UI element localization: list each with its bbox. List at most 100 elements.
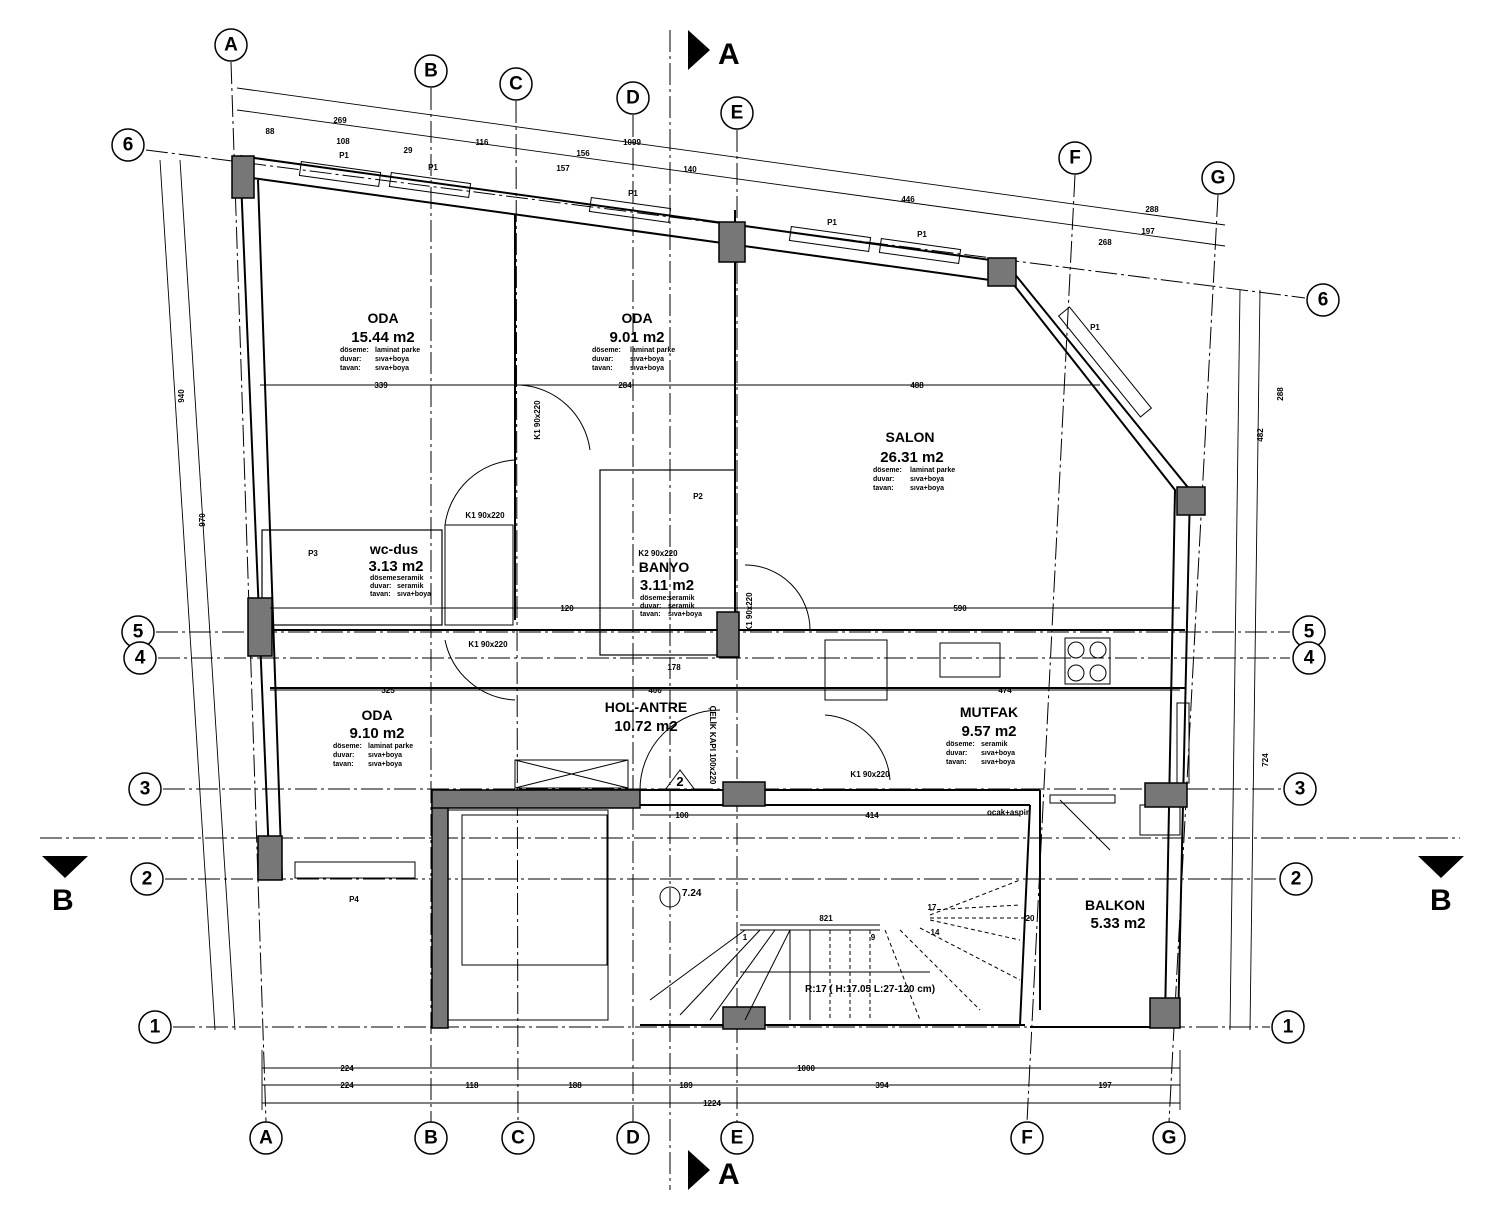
grid-label-e: E <box>731 1128 744 1149</box>
finish-label: duvar: <box>946 750 967 757</box>
room-name: MUTFAK <box>960 704 1018 720</box>
section-arrow-icon <box>42 856 88 878</box>
dim-text: 88 <box>266 127 275 136</box>
grid-label-6: 6 <box>1318 290 1329 311</box>
room-name: ODA <box>361 707 392 723</box>
staircase: 1 9 14 17 20 R:17 ( H:17.05 L:27-120 cm)… <box>649 769 1035 1021</box>
grid-label-d: D <box>626 1128 640 1149</box>
finish-label: tavan: <box>333 761 354 768</box>
dim-text: 446 <box>901 195 915 204</box>
grid-label-1: 1 <box>1283 1017 1294 1038</box>
section-arrow-icon <box>688 30 710 70</box>
grid-label-5: 5 <box>1304 622 1315 643</box>
window-tag: P1 <box>917 230 927 239</box>
room-name: BALKON <box>1085 897 1145 913</box>
finish-label: duvar: <box>640 603 661 610</box>
dim-text: 118 <box>466 1081 479 1090</box>
dim-text: 100 <box>675 811 689 820</box>
wall-finish: sıva+boya <box>368 752 402 759</box>
floor-finish: laminat parke <box>910 467 955 474</box>
finish-label: tavan: <box>640 611 661 618</box>
grid-label-6: 6 <box>123 135 134 156</box>
room-area: 26.31 m2 <box>880 449 943 466</box>
dim-text: 414 <box>865 811 879 820</box>
dim-text: 1224 <box>703 1099 721 1108</box>
grid-bubbles: A B C D E F G A B C D E F G 6 5 4 3 2 1 … <box>111 28 1340 1155</box>
room-area: 5.33 m2 <box>1090 915 1145 932</box>
dim-text: 288 <box>1276 387 1285 401</box>
finish-label: tavan: <box>370 591 391 598</box>
dim-text: 29 <box>404 146 413 155</box>
ceiling-finish: sıva+boya <box>397 591 431 598</box>
dim-text: 288 <box>1145 205 1159 214</box>
door-labels: K1 90x220 K1 90x220 K1 90x220 K2 90x220 … <box>465 400 1029 817</box>
window-tag: P1 <box>628 189 638 198</box>
dim-text: 269 <box>333 116 347 125</box>
wall-finish: sıva+boya <box>630 356 664 363</box>
dim-text: 108 <box>336 137 350 146</box>
finish-label: duvar: <box>340 356 361 363</box>
dim-text: 120 <box>560 604 574 613</box>
door-tag: K1 90x220 <box>465 511 505 520</box>
dim-text: 940 <box>177 389 186 403</box>
door-tag: K1 90x220 <box>468 640 508 649</box>
finish-label: duvar: <box>370 583 391 590</box>
stair-end: 20 <box>1026 914 1035 923</box>
dim-text: 188 <box>568 1081 582 1090</box>
ceiling-finish: sıva+boya <box>668 611 702 618</box>
wall-finish: sıva+boya <box>375 356 409 363</box>
structural-columns <box>231 155 1206 1030</box>
room-name: ODA <box>367 310 398 326</box>
dim-text: 724 <box>1261 753 1270 767</box>
room-name: HOL-ANTRE <box>605 699 687 715</box>
grid-label-a: A <box>224 35 238 56</box>
wall-finish: sıva+boya <box>910 476 944 483</box>
room-mutfak: MUTFAK 9.57 m2 döseme: seramik duvar: sı… <box>946 704 1018 766</box>
dim-text: 268 <box>1098 238 1112 247</box>
grid-label-4: 4 <box>135 648 146 669</box>
room-area: 9.01 m2 <box>609 329 664 346</box>
dim-text: 339 <box>374 381 388 390</box>
finish-label: tavan: <box>340 365 361 372</box>
stair-step-14: 14 <box>931 928 940 937</box>
dim-text: 1000 <box>797 1064 815 1073</box>
dim-text: 394 <box>875 1081 889 1090</box>
ceiling-finish: sıva+boya <box>630 365 664 372</box>
floor-finish: seramik <box>981 741 1008 748</box>
section-label-b: B <box>1430 884 1452 917</box>
dim-text: 189 <box>679 1081 693 1090</box>
finish-label: döseme: <box>873 467 902 474</box>
window-tag: P1 <box>827 218 837 227</box>
room-oda-1: ODA 15.44 m2 döseme: laminat parke duvar… <box>340 310 420 372</box>
grid-label-a: A <box>259 1128 273 1149</box>
dim-text: 284 <box>618 381 632 390</box>
dim-text: 482 <box>1256 428 1265 442</box>
room-area: 10.72 m2 <box>614 718 677 735</box>
dim-text: 116 <box>476 138 489 147</box>
grid-label-3: 3 <box>140 779 151 800</box>
finish-label: döseme: <box>946 741 975 748</box>
room-hol-antre: HOL-ANTRE 10.72 m2 <box>605 699 687 735</box>
room-area: 9.57 m2 <box>961 723 1016 740</box>
room-area: 9.10 m2 <box>349 725 404 742</box>
kitchen-cabinet-label: ocak+aspir <box>987 808 1029 817</box>
grid-label-c: C <box>511 1128 525 1149</box>
grid-label-b: B <box>424 1128 438 1149</box>
room-name: BANYO <box>639 559 690 575</box>
floor-finish: laminat parke <box>630 347 675 354</box>
dim-text: 821 <box>819 914 833 923</box>
floor-finish: seramik <box>397 575 424 582</box>
grid-label-c: C <box>509 74 523 95</box>
dim-text: 157 <box>556 164 570 173</box>
entrance-door-tag: ÇELİK KAPI 100x220 <box>708 706 717 785</box>
dim-text: 590 <box>953 604 967 613</box>
wall-finish: seramik <box>397 583 424 590</box>
room-salon: SALON 26.31 m2 döseme: laminat parke duv… <box>873 429 955 492</box>
section-label-a: A <box>718 38 740 71</box>
room-labels: ODA 15.44 m2 döseme: laminat parke duvar… <box>333 310 1146 932</box>
finish-label: döseme: <box>640 595 669 602</box>
grid-label-g: G <box>1211 168 1226 189</box>
grid-label-1: 1 <box>150 1017 161 1038</box>
window-tag: P3 <box>308 549 318 558</box>
